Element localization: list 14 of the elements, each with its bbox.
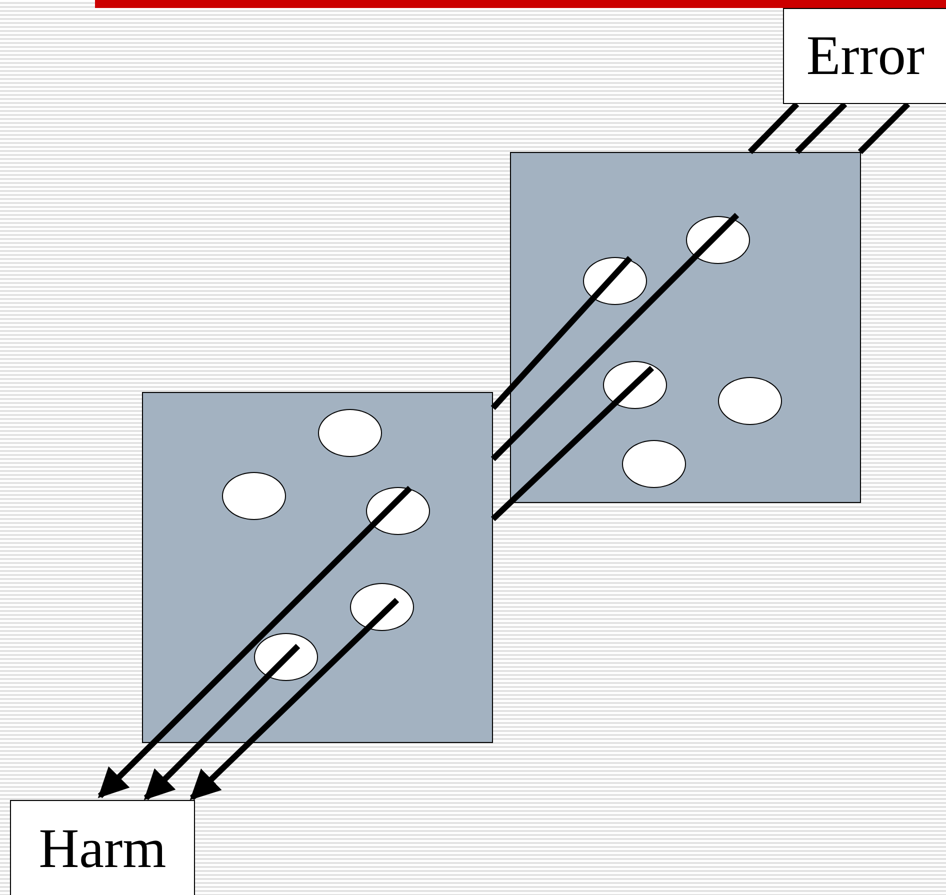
arrow <box>190 598 400 800</box>
box-label: Harm <box>38 821 166 877</box>
connector-line <box>794 102 848 154</box>
connector-line <box>490 256 632 410</box>
barrier-slice <box>510 152 861 503</box>
label-box <box>783 8 946 104</box>
barrier-slice <box>142 392 493 743</box>
connector-line <box>748 102 800 154</box>
box-label: Error <box>806 28 925 84</box>
arrow <box>144 644 300 800</box>
connector-line <box>490 212 740 462</box>
label-box <box>10 800 195 895</box>
arrow <box>98 486 412 798</box>
connector-line <box>858 102 910 154</box>
